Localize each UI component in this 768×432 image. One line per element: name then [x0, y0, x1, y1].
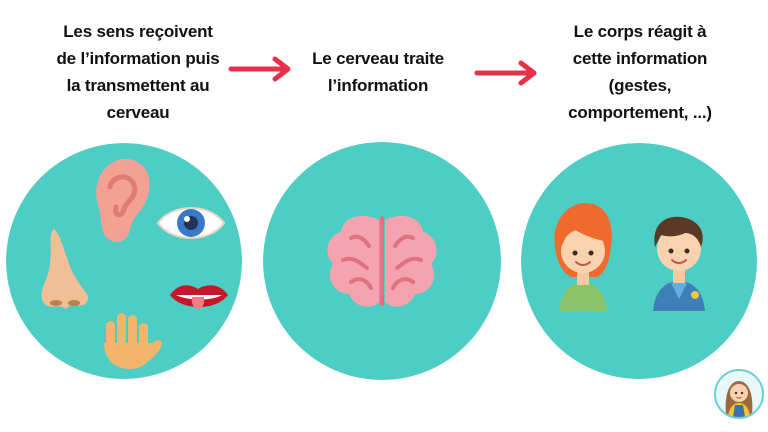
boy-icon [653, 216, 705, 311]
arrow-right-icon [474, 60, 537, 86]
ear-icon [96, 158, 150, 243]
step-1-line-2: de l’information puis [56, 49, 220, 68]
mouth-icon [170, 285, 228, 309]
step-2-line-2: l’information [327, 76, 429, 95]
girl-icon [554, 203, 612, 311]
step-3-text: Le corps réagit à cette information (ges… [548, 18, 732, 126]
author-avatar [714, 369, 764, 419]
step-2-text: Le cerveau traite l’information [290, 45, 466, 99]
step-1-line-1: Les sens reçoivent [63, 22, 213, 41]
people-circle [521, 143, 757, 379]
brain-circle [263, 142, 501, 380]
step-1-text: Les sens reçoivent de l’information puis… [38, 18, 238, 126]
arrow-right-icon [228, 56, 291, 82]
step-3-line-1: Le corps réagit à [573, 22, 707, 41]
step-3-line-3: (gestes, [608, 76, 672, 95]
senses-circle [6, 143, 242, 379]
brain-icon [327, 216, 437, 307]
step-3-line-4: comportement, ...) [568, 103, 712, 122]
step-1-line-3: la transmettent au [66, 76, 210, 95]
author-avatar-icon [725, 381, 753, 417]
step-1-line-4: cerveau [106, 103, 170, 122]
step-3-line-2: cette information [572, 49, 708, 68]
nose-icon [41, 229, 89, 309]
step-2-line-1: Le cerveau traite [312, 49, 444, 68]
hand-icon [104, 313, 162, 369]
eye-icon [156, 207, 226, 239]
